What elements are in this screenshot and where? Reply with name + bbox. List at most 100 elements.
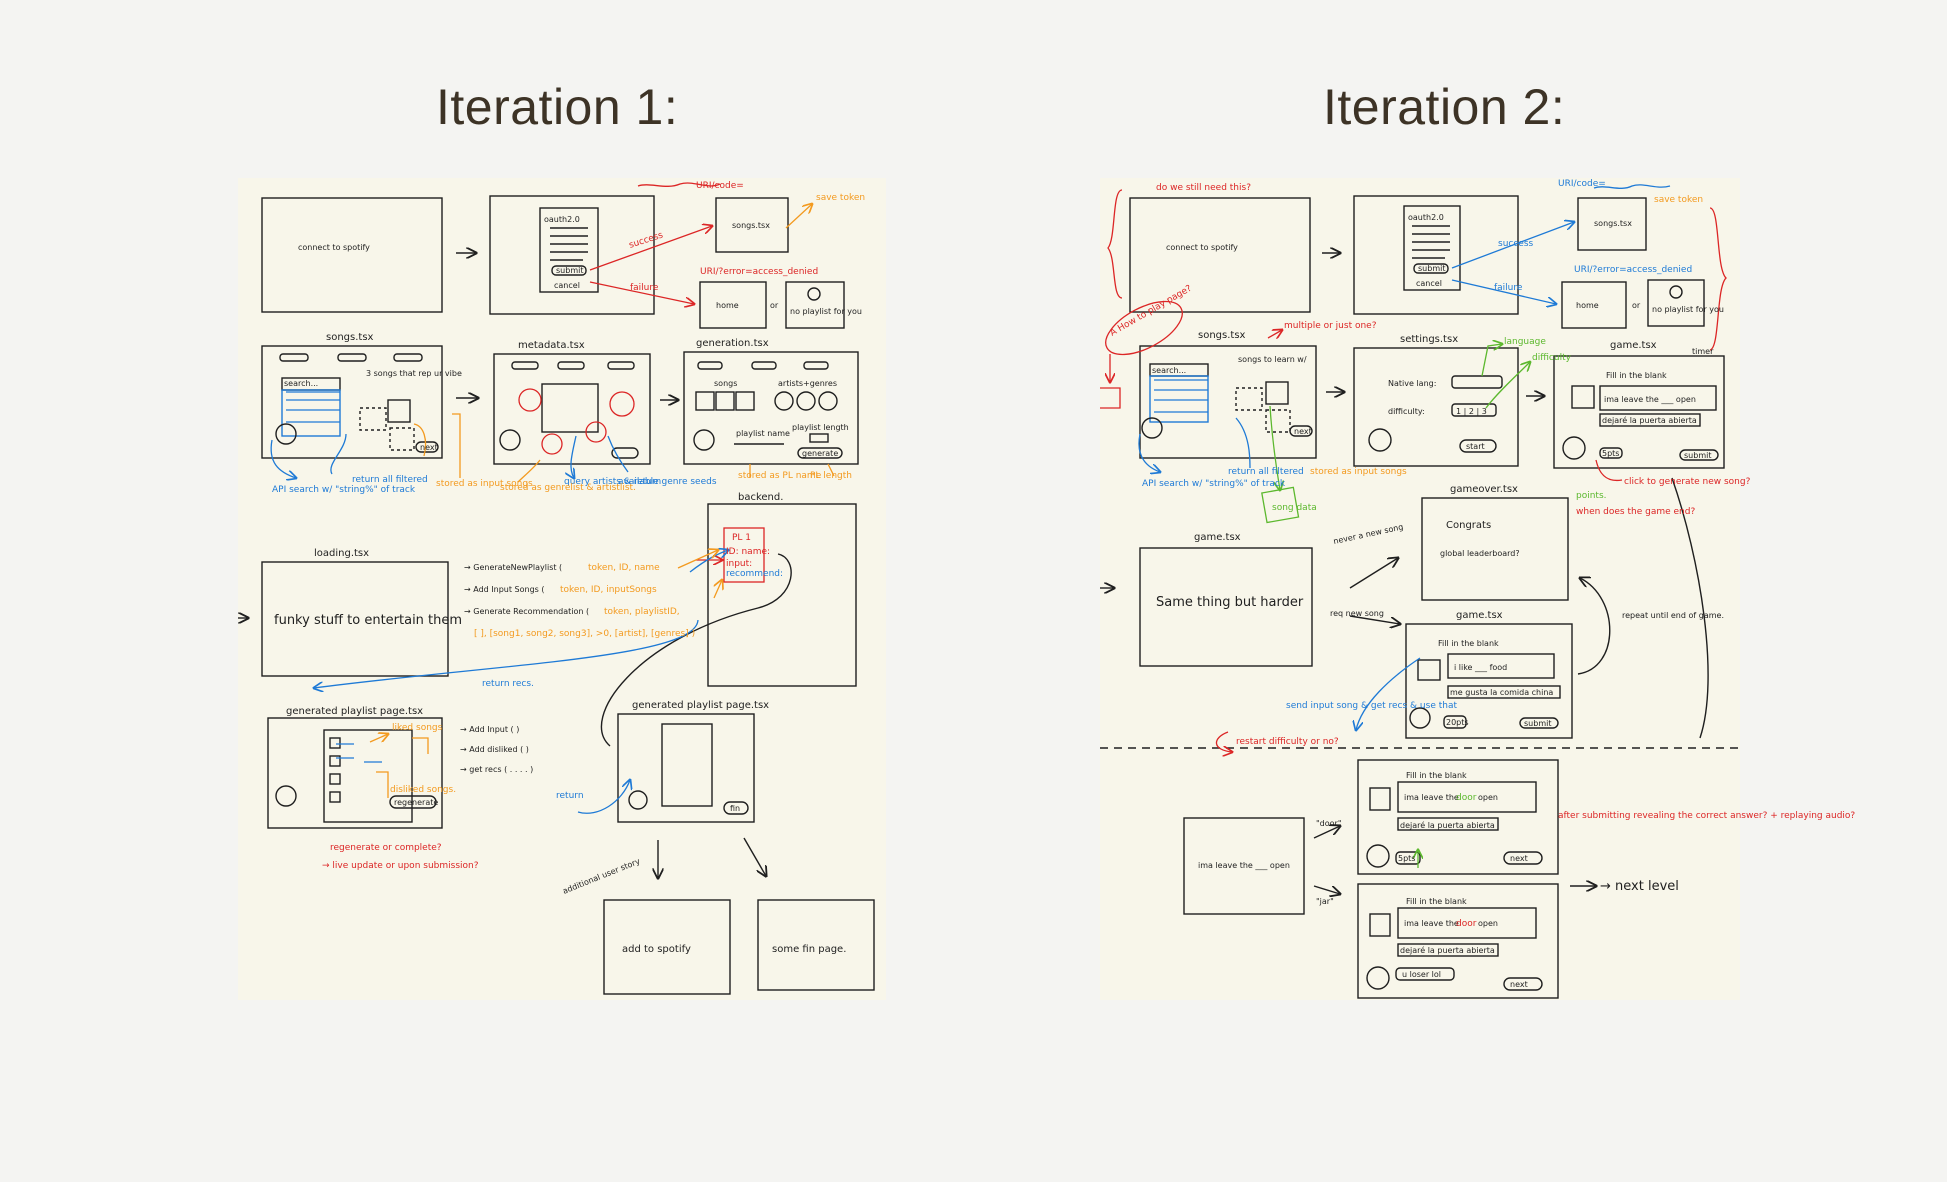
gameover-wireframe [1421, 497, 1569, 601]
failure-label: failure [630, 283, 659, 293]
global-leaderboard-label: global leaderboard? [1440, 549, 1520, 558]
click-generate-label: click to generate new song? [1624, 477, 1751, 487]
after-submit-question: after submitting revealing the correct a… [1558, 811, 1855, 821]
req-new-label: req new song [1330, 609, 1384, 618]
oauth-submit: submit [556, 266, 583, 275]
next-a-label: next [1510, 854, 1528, 863]
congrats-label: Congrats [1446, 520, 1491, 531]
generate-label: generate [802, 449, 838, 458]
gameover-label: gameover.tsx [1450, 484, 1518, 495]
liked-songs-label: liked songs [392, 723, 443, 733]
success-label: success [628, 230, 665, 250]
pts-label-2: 20pts [1446, 718, 1469, 727]
game-submit-label: submit [1684, 451, 1711, 460]
fn2-args: token, ID, inputSongs [560, 585, 657, 595]
game-label-3: game.tsx [1456, 610, 1503, 621]
playlist-length-label: playlist length [792, 423, 849, 432]
game-label-2: game.tsx [1194, 532, 1241, 543]
repeat-label: repeat until end of game. [1622, 611, 1724, 620]
uri-code-label-2: URI/code= [1558, 179, 1606, 189]
playlist-name-label: playlist name [736, 429, 790, 438]
regen-question: regenerate or complete? [330, 843, 442, 853]
save-token-label: save token [816, 193, 865, 203]
gen-artists-label: artists+genres [778, 379, 837, 388]
stored-input-label: stored as input songs [436, 479, 533, 489]
blank-lyric-label: ima leave the ___ open [1198, 861, 1290, 870]
same-thing-label: Same thing but harder [1156, 595, 1304, 610]
success-label-2: success [1498, 239, 1534, 249]
backend-box [707, 503, 857, 687]
return-recs-label: return recs. [482, 679, 534, 689]
difficulty-label: difficulty: [1388, 407, 1425, 416]
settings-label: settings.tsx [1400, 334, 1458, 345]
next-level-label: → next level [1600, 879, 1679, 894]
songs-learn-label: songs to learn w/ [1238, 355, 1307, 364]
fn-get-recs: → get recs ( . . . . ) [460, 765, 533, 774]
fill-blank-a: Fill in the blank [1406, 771, 1467, 780]
api-search-label: API search w/ "string%" of track [272, 485, 416, 495]
lyric-es-label: dejaré la puerta abierta [1602, 415, 1697, 425]
oauth-cancel: cancel [554, 281, 580, 290]
search-label: search... [284, 379, 318, 388]
points-label: points. [1576, 491, 1607, 501]
return-label: return [556, 791, 584, 801]
query-artists-label: query artists & return [564, 477, 661, 487]
or-label-2: or [1632, 301, 1641, 310]
correct-answer-wireframe [1357, 759, 1559, 875]
connect-label-2: connect to spotify [1166, 243, 1238, 252]
lyric-a-word: door [1456, 793, 1477, 803]
pl-length-label: PL length [810, 471, 852, 481]
start-label: start [1466, 442, 1485, 451]
oauth-screen [489, 195, 655, 315]
fn-add-input: → Add Input ( ) [460, 725, 519, 734]
loading-text: funky stuff to entertain them [274, 613, 462, 628]
game-wireframe-3 [1405, 623, 1573, 739]
blank-lyric-box [1183, 817, 1305, 915]
songs-top-label: songs.tsx [732, 221, 770, 230]
fill-blank-label: Fill in the blank [1606, 371, 1667, 380]
still-need-label: do we still need this? [1156, 183, 1251, 193]
failure-label-2: failure [1494, 283, 1523, 293]
songs-wireframe-2 [1139, 345, 1317, 459]
settings-wireframe [1353, 347, 1519, 467]
submit-label-2: submit [1524, 719, 1551, 728]
es-a-label: dejaré la puerta abierta [1400, 820, 1495, 830]
iteration-1-diagram: connect to spotify oauth2.0 submit cance… [238, 181, 875, 995]
live-update-question: → live update or upon submission? [322, 861, 479, 871]
generated-playlist-2-wireframe [617, 713, 755, 823]
loading-wireframe [261, 561, 449, 677]
stored-pl-name-label: stored as PL name [738, 471, 822, 481]
lyric-a-pre: ima leave the [1404, 793, 1459, 802]
multiple-question: multiple or just one? [1284, 321, 1377, 331]
songs-top-label-2: songs.tsx [1594, 219, 1632, 228]
iteration-2-sketch: connect to spotify oauth2.0 submit cance… [1100, 178, 1855, 1000]
game-harder-wireframe [1139, 547, 1313, 667]
loser-label: u loser lol [1402, 970, 1441, 979]
uri-code-label: URI/code= [696, 181, 744, 191]
additional-label: additional user story [561, 857, 641, 896]
uri-error-label-2: URI/?error=access_denied [1574, 265, 1692, 275]
fin-label: fin [730, 804, 740, 813]
fn1-args: token, ID, name [588, 563, 660, 573]
never-new-label: never a new song [1333, 522, 1405, 546]
next-b-label: next [1510, 980, 1528, 989]
iteration-1-sketch: connect to spotify oauth2.0 submit cance… [238, 178, 886, 1000]
add-spotify-label: add to spotify [622, 944, 691, 955]
pl1-label: PL 1 [732, 533, 751, 543]
restart-question: restart difficulty or no? [1236, 737, 1339, 747]
language-label: language [1504, 337, 1546, 347]
stored-genrelist-label: stored as genrelist & artistlist. [500, 483, 636, 493]
es-b-label: dejaré la puerta abierta [1400, 945, 1495, 955]
genpl2-label: generated playlist page.tsx [632, 700, 769, 711]
no-playlist-label: no playlist for you [790, 307, 862, 316]
pl1-recommend-label: recommend: [726, 569, 783, 579]
iteration-1-title: Iteration 1: [436, 79, 679, 135]
oauth-cancel-2: cancel [1416, 279, 1442, 288]
lyric-b-post: open [1478, 919, 1498, 928]
backend-label: backend. [738, 492, 783, 503]
fn3-args: token, playlistID, [604, 607, 680, 617]
lyric-b-word: door [1456, 919, 1477, 929]
fin-page-box [757, 899, 875, 991]
oauth-screen-2 [1353, 195, 1519, 315]
songs-label-2: songs.tsx [1198, 330, 1246, 341]
